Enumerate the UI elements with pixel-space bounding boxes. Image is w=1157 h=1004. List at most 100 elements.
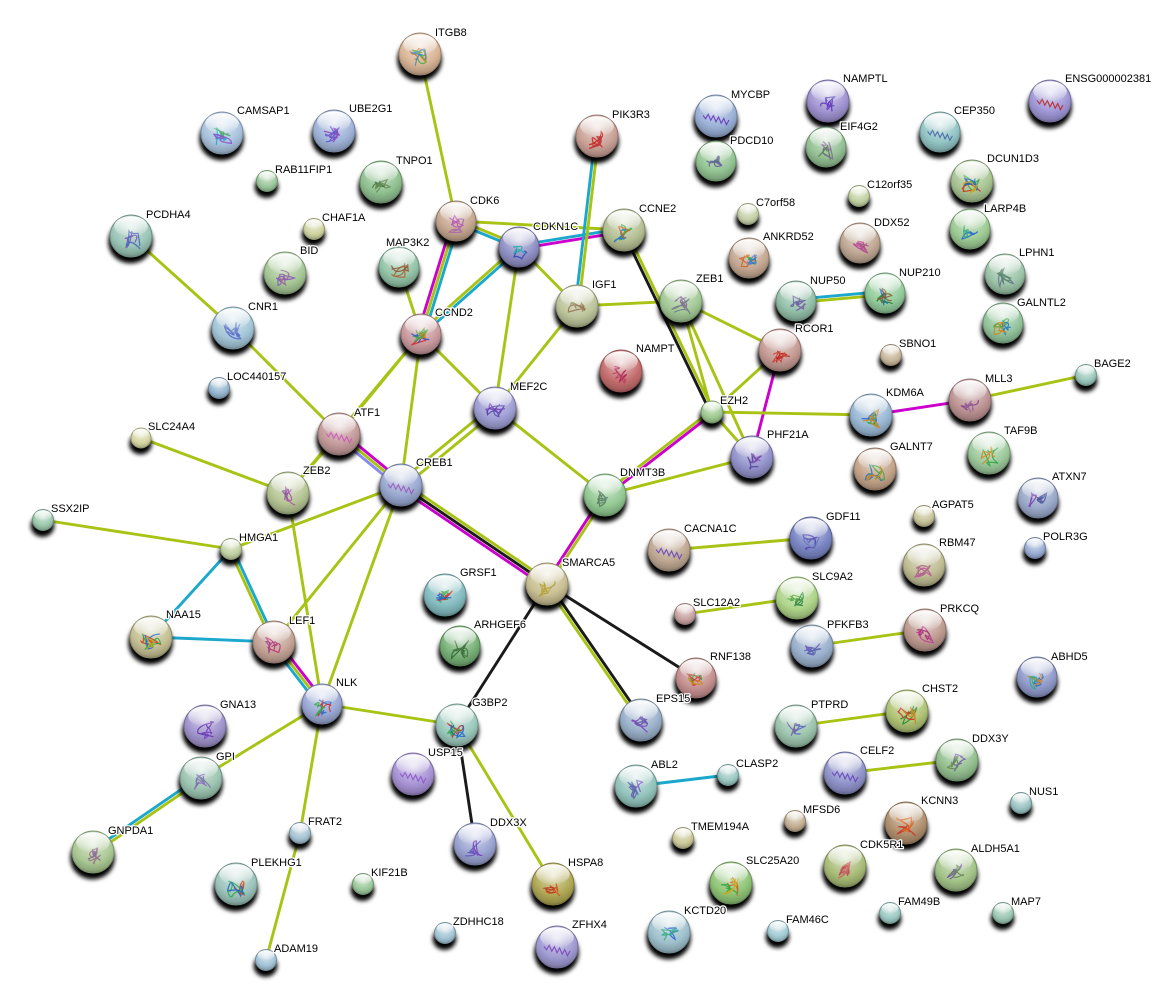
svg-text:EZH2: EZH2 bbox=[720, 395, 748, 407]
svg-text:HSPA8: HSPA8 bbox=[568, 857, 603, 869]
svg-text:LOC440157: LOC440157 bbox=[227, 371, 286, 383]
svg-text:LARP4B: LARP4B bbox=[984, 203, 1026, 215]
svg-text:PTPRD: PTPRD bbox=[811, 699, 848, 711]
svg-text:SMARCA5: SMARCA5 bbox=[562, 557, 615, 569]
svg-text:DDX52: DDX52 bbox=[874, 217, 909, 229]
svg-text:C12orf35: C12orf35 bbox=[867, 179, 912, 191]
svg-text:ZFHX4: ZFHX4 bbox=[572, 919, 607, 931]
svg-text:IGF1: IGF1 bbox=[592, 279, 616, 291]
svg-text:DDX3X: DDX3X bbox=[490, 817, 527, 829]
svg-text:CNR1: CNR1 bbox=[248, 301, 278, 313]
svg-text:ABHD5: ABHD5 bbox=[1051, 651, 1088, 663]
svg-text:RCOR1: RCOR1 bbox=[795, 323, 834, 335]
svg-text:SLC24A4: SLC24A4 bbox=[148, 421, 195, 433]
svg-text:ALDH5A1: ALDH5A1 bbox=[971, 843, 1020, 855]
svg-text:CCNE2: CCNE2 bbox=[639, 203, 676, 215]
svg-text:MYCBP: MYCBP bbox=[731, 89, 770, 101]
svg-text:PRKCQ: PRKCQ bbox=[940, 603, 980, 615]
svg-text:ITGB8: ITGB8 bbox=[435, 27, 467, 39]
svg-text:ABL2: ABL2 bbox=[651, 759, 678, 771]
svg-text:CDK6: CDK6 bbox=[470, 195, 499, 207]
svg-text:GPI: GPI bbox=[216, 751, 235, 763]
svg-text:SLC9A2: SLC9A2 bbox=[812, 571, 853, 583]
svg-text:GNPDA1: GNPDA1 bbox=[108, 825, 153, 837]
svg-text:LPHN1: LPHN1 bbox=[1019, 247, 1054, 259]
svg-text:GRSF1: GRSF1 bbox=[460, 567, 497, 579]
svg-text:GDF11: GDF11 bbox=[826, 511, 861, 523]
svg-text:KDM6A: KDM6A bbox=[886, 387, 925, 399]
svg-text:MAP7: MAP7 bbox=[1011, 896, 1041, 908]
svg-text:RAB11FIP1: RAB11FIP1 bbox=[275, 164, 332, 176]
svg-text:RNF138: RNF138 bbox=[710, 651, 751, 663]
svg-text:CREB1: CREB1 bbox=[416, 457, 453, 469]
svg-text:EIF4G2: EIF4G2 bbox=[840, 121, 878, 133]
svg-text:NUP50: NUP50 bbox=[810, 275, 845, 287]
svg-text:TMEM194A: TMEM194A bbox=[691, 821, 750, 833]
svg-text:FAM49B: FAM49B bbox=[898, 896, 940, 908]
svg-text:PIK3R3: PIK3R3 bbox=[612, 109, 650, 121]
svg-text:AGPAT5: AGPAT5 bbox=[932, 499, 974, 511]
svg-text:PDCD10: PDCD10 bbox=[730, 135, 773, 147]
svg-text:ZEB1: ZEB1 bbox=[696, 273, 724, 285]
svg-text:NUS1: NUS1 bbox=[1029, 786, 1058, 798]
svg-text:BAGE2: BAGE2 bbox=[1094, 358, 1131, 370]
svg-text:SSX2IP: SSX2IP bbox=[51, 503, 90, 515]
svg-text:MFSD6: MFSD6 bbox=[803, 804, 840, 816]
svg-text:PHF21A: PHF21A bbox=[767, 429, 809, 441]
svg-text:CELF2: CELF2 bbox=[860, 745, 894, 757]
svg-text:FAM46C: FAM46C bbox=[786, 914, 829, 926]
svg-text:CDK5R1: CDK5R1 bbox=[860, 839, 903, 851]
svg-text:GALNT7: GALNT7 bbox=[890, 441, 933, 453]
svg-text:LEF1: LEF1 bbox=[289, 615, 315, 627]
svg-text:DNMT3B: DNMT3B bbox=[620, 467, 665, 479]
svg-text:KIF21B: KIF21B bbox=[371, 867, 408, 879]
svg-text:G3BP2: G3BP2 bbox=[472, 697, 507, 709]
svg-text:BID: BID bbox=[300, 245, 318, 257]
svg-text:CAMSAP1: CAMSAP1 bbox=[237, 105, 290, 117]
svg-text:POLR3G: POLR3G bbox=[1043, 531, 1088, 543]
svg-text:EPS15: EPS15 bbox=[656, 693, 690, 705]
svg-text:DCUN1D3: DCUN1D3 bbox=[987, 153, 1039, 165]
svg-text:RBM47: RBM47 bbox=[939, 537, 976, 549]
svg-text:PCDHA4: PCDHA4 bbox=[146, 209, 191, 221]
svg-text:USP15: USP15 bbox=[428, 747, 463, 759]
svg-text:TAF9B: TAF9B bbox=[1004, 425, 1037, 437]
svg-text:ZEB2: ZEB2 bbox=[303, 465, 331, 477]
svg-text:PLEKHG1: PLEKHG1 bbox=[251, 857, 302, 869]
svg-text:NAA15: NAA15 bbox=[166, 609, 201, 621]
svg-text:UBE2G1: UBE2G1 bbox=[349, 103, 392, 115]
svg-text:ANKRD52: ANKRD52 bbox=[763, 231, 814, 243]
svg-text:GALNTL2: GALNTL2 bbox=[1017, 297, 1066, 309]
svg-text:CEP350: CEP350 bbox=[954, 105, 995, 117]
svg-text:CCND2: CCND2 bbox=[435, 307, 473, 319]
svg-text:NAMPT: NAMPT bbox=[636, 343, 675, 355]
svg-text:C7orf58: C7orf58 bbox=[756, 197, 795, 209]
svg-text:FRAT2: FRAT2 bbox=[308, 816, 342, 828]
svg-text:ENSG000002381: ENSG000002381 bbox=[1065, 73, 1151, 85]
svg-text:CDKN1C: CDKN1C bbox=[533, 221, 578, 233]
svg-text:SLC25A20: SLC25A20 bbox=[746, 855, 799, 867]
svg-text:HMGA1: HMGA1 bbox=[239, 532, 278, 544]
svg-text:KCNN3: KCNN3 bbox=[921, 795, 958, 807]
svg-text:SLC12A2: SLC12A2 bbox=[693, 597, 740, 609]
svg-text:MAP3K2: MAP3K2 bbox=[386, 237, 429, 249]
svg-text:GNA13: GNA13 bbox=[220, 699, 256, 711]
svg-text:TNPO1: TNPO1 bbox=[396, 155, 433, 167]
svg-text:NUP210: NUP210 bbox=[899, 267, 941, 279]
svg-text:ADAM19: ADAM19 bbox=[274, 943, 318, 955]
svg-text:PFKFB3: PFKFB3 bbox=[827, 619, 869, 631]
svg-text:CHAF1A: CHAF1A bbox=[322, 212, 366, 224]
svg-text:NAMPTL: NAMPTL bbox=[843, 73, 888, 85]
svg-text:CHST2: CHST2 bbox=[922, 683, 958, 695]
svg-text:MEF2C: MEF2C bbox=[510, 381, 547, 393]
svg-text:CLASP2: CLASP2 bbox=[736, 758, 778, 770]
svg-text:CACNA1C: CACNA1C bbox=[684, 523, 737, 535]
svg-text:ZDHHC18: ZDHHC18 bbox=[453, 916, 504, 928]
svg-text:NLK: NLK bbox=[336, 677, 358, 689]
svg-text:SBNO1: SBNO1 bbox=[899, 338, 936, 350]
svg-text:ATXN7: ATXN7 bbox=[1052, 471, 1087, 483]
svg-text:ARHGEF6: ARHGEF6 bbox=[474, 619, 526, 631]
svg-text:ATF1: ATF1 bbox=[354, 407, 380, 419]
svg-text:KCTD20: KCTD20 bbox=[684, 905, 726, 917]
svg-text:MLL3: MLL3 bbox=[985, 373, 1013, 385]
